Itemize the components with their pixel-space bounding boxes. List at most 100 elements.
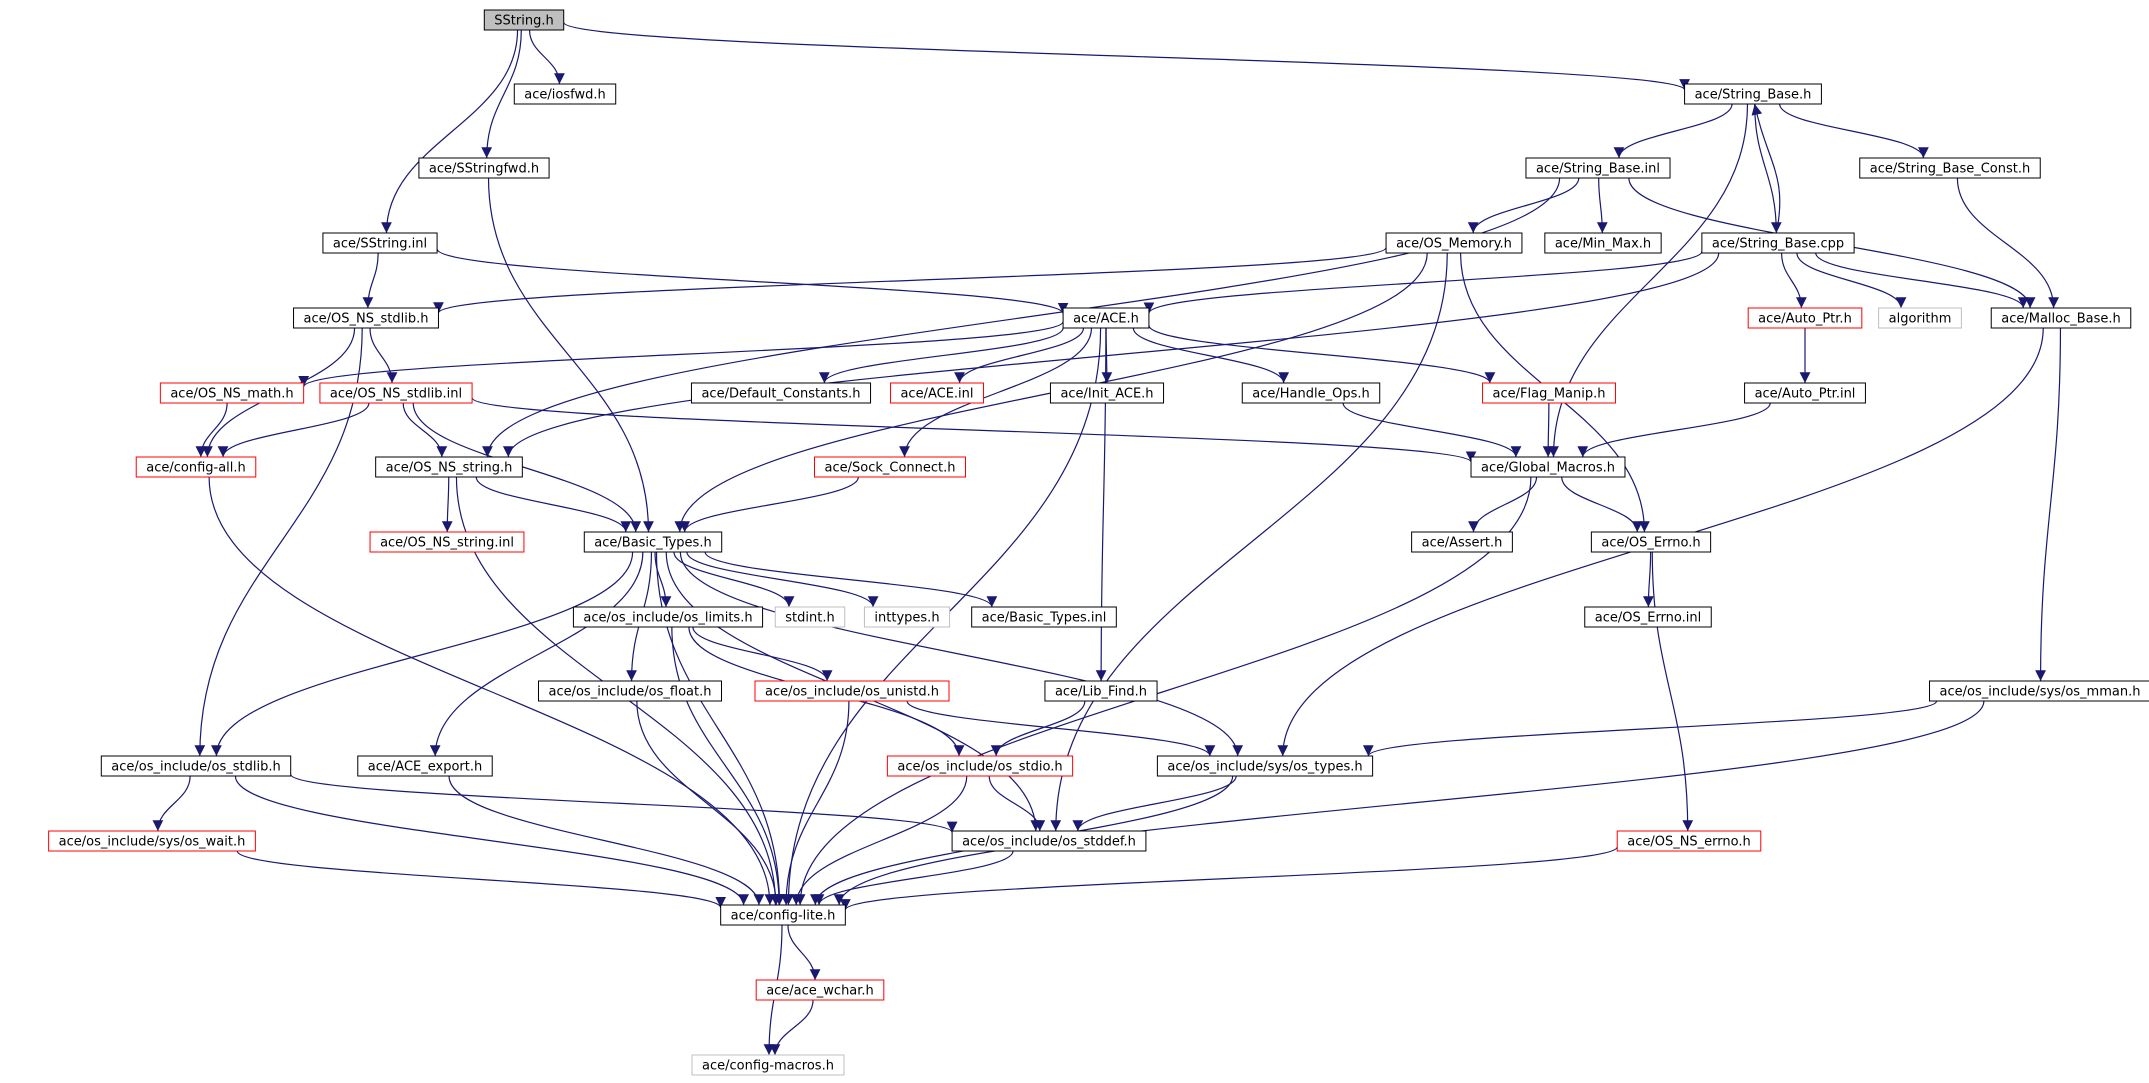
node-label: ace/Init_ACE.h (1060, 387, 1153, 402)
node-ace-os-include-sys-os-types-h[interactable]: ace/os_include/sys/os_types.h (1156, 755, 1374, 777)
edge-os-stdio-to-os-stddef (988, 775, 1046, 832)
node-box (418, 157, 550, 179)
node-ace-config-all-h[interactable]: ace/config-all.h (135, 456, 257, 478)
node-ace-string-base-h[interactable]: ace/String_Base.h (1684, 83, 1822, 105)
node-box (774, 606, 846, 628)
node-ace-auto-ptr-inl[interactable]: ace/Auto_Ptr.inl (1744, 382, 1866, 404)
node-ace-os-errno-h[interactable]: ace/OS_Errno.h (1590, 531, 1712, 553)
node-ace-os-ns-string-h[interactable]: ace/OS_NS_string.h (375, 456, 523, 478)
node-label: ace/os_include/os_limits.h (583, 611, 752, 626)
node-ace-os-include-sys-os-mman-h[interactable]: ace/os_include/sys/os_mman.h (1929, 680, 2149, 702)
node-box (357, 755, 493, 777)
node-ace-string-base-const-h[interactable]: ace/String_Base_Const.h (1859, 157, 2041, 179)
edge-sstring-inl-to-os-ns-stdlib-h (362, 252, 379, 309)
node-label: ace/String_Base_Const.h (1870, 162, 2030, 177)
edge-string-base-inl-to-os-ns-string-h (482, 177, 1561, 458)
node-ace-os-include-os-limits-h[interactable]: ace/os_include/os_limits.h (572, 606, 764, 628)
node-ace-basic-types-inl[interactable]: ace/Basic_Types.inl (971, 606, 1117, 628)
node-box (1385, 232, 1523, 254)
edge-string-base-cpp-to-malloc-base (1815, 252, 2029, 309)
node-label: ace/String_Base.h (1695, 88, 1812, 103)
node-label: ace/Handle_Ops.h (1252, 387, 1369, 402)
node-label: ace/Malloc_Base.h (2001, 312, 2121, 327)
node-ace-min-max-h[interactable]: ace/Min_Max.h (1544, 232, 1662, 254)
node-ace-os-include-sys-os-wait-h[interactable]: ace/os_include/sys/os_wait.h (48, 830, 256, 852)
node-ace-os-ns-math-h[interactable]: ace/OS_NS_math.h (159, 382, 305, 404)
node-stdint-h[interactable]: stdint.h (774, 606, 846, 628)
edge-string-base-h-to-string-base-inl (1613, 103, 1733, 159)
node-ace-string-base-inl[interactable]: ace/String_Base.inl (1525, 157, 1671, 179)
edge-os-memory-to-os-ns-stdlib-h (433, 247, 1387, 314)
node-ace-ace-wchar-h[interactable]: ace/ace_wchar.h (755, 979, 885, 1001)
node-ace-sock-connect-h[interactable]: ace/Sock_Connect.h (814, 456, 966, 478)
node-box (1744, 382, 1866, 404)
node-ace-os-ns-string-inl[interactable]: ace/OS_NS_string.inl (369, 531, 525, 553)
node-ace-os-errno-inl[interactable]: ace/OS_Errno.inl (1584, 606, 1712, 628)
node-ace-os-include-os-unistd-h[interactable]: ace/os_include/os_unistd.h (754, 680, 950, 702)
edge-os-unistd-to-config-lite (780, 700, 850, 906)
edge-os-limits-to-config-lite (671, 626, 785, 906)
node-box (1616, 830, 1762, 852)
node-ace-os-ns-stdlib-h[interactable]: ace/OS_NS_stdlib.h (293, 307, 439, 329)
edge-os-ns-errno-to-config-lite (840, 846, 1618, 911)
node-label: ace/OS_Errno.inl (1595, 611, 1701, 626)
node-ace-iosfwd-h[interactable]: ace/iosfwd.h (513, 83, 617, 105)
node-ace-init-ace-h[interactable]: ace/Init_ACE.h (1049, 382, 1165, 404)
node-ace-basic-types-h[interactable]: ace/Basic_Types.h (583, 531, 723, 553)
node-box (1044, 680, 1158, 702)
edge-global-macros-to-os-errno-h (1561, 476, 1643, 533)
node-ace-flag-manip-h[interactable]: ace/Flag_Manip.h (1482, 382, 1616, 404)
node-label: ace/OS_Errno.h (1601, 536, 1700, 551)
node-label: ace/ace_wchar.h (766, 984, 874, 999)
edge-basic-types-h-to-stdint (673, 551, 795, 608)
node-box (48, 830, 256, 852)
node-algorithm[interactable]: algorithm (1878, 307, 1962, 329)
node-ace-config-macros-h[interactable]: ace/config-macros.h (691, 1054, 845, 1076)
node-ace-lib-find-h[interactable]: ace/Lib_Find.h (1044, 680, 1158, 702)
node-ace-os-ns-stdlib-inl[interactable]: ace/OS_NS_stdlib.inl (319, 382, 473, 404)
node-ace-assert-h[interactable]: ace/Assert.h (1411, 531, 1513, 553)
node-box (483, 9, 565, 31)
node-label: ace/os_include/os_stddef.h (962, 835, 1136, 850)
node-ace-malloc-base-h[interactable]: ace/Malloc_Base.h (1990, 307, 2132, 329)
edge-basic-types-h-to-inttypes (686, 551, 879, 608)
node-ace-auto-ptr-h[interactable]: ace/Auto_Ptr.h (1747, 307, 1863, 329)
node-label: ace/os_include/os_float.h (548, 685, 711, 700)
node-label: inttypes.h (874, 611, 939, 626)
node-box (691, 1054, 845, 1076)
node-label: ace/OS_NS_errno.h (1627, 835, 1751, 850)
node-ace-os-include-os-float-h[interactable]: ace/os_include/os_float.h (537, 680, 723, 702)
node-sstring-h[interactable]: SString.h (483, 9, 565, 31)
edge-os-mman-to-os-types (1363, 700, 1938, 757)
node-ace-ace-h[interactable]: ace/ACE.h (1062, 307, 1150, 329)
node-ace-sstringfwd-h[interactable]: ace/SStringfwd.h (418, 157, 550, 179)
node-label: ace/String_Base.inl (1536, 162, 1660, 177)
node-ace-config-lite-h[interactable]: ace/config-lite.h (720, 904, 846, 926)
node-ace-sstring-inl[interactable]: ace/SString.inl (322, 232, 438, 254)
node-ace-ace-inl[interactable]: ace/ACE.inl (889, 382, 985, 404)
node-ace-ace-export-h[interactable]: ace/ACE_export.h (357, 755, 493, 777)
edge-os-float-to-config-lite (636, 700, 782, 906)
edge-string-base-cpp-to-string-base-h (1751, 103, 1781, 234)
node-box (1544, 232, 1662, 254)
node-ace-os-include-os-stdlib-h[interactable]: ace/os_include/os_stdlib.h (100, 755, 292, 777)
node-ace-os-include-os-stddef-h[interactable]: ace/os_include/os_stddef.h (951, 830, 1147, 852)
node-ace-default-constants-h[interactable]: ace/Default_Constants.h (690, 382, 872, 404)
node-ace-os-ns-errno-h[interactable]: ace/OS_NS_errno.h (1616, 830, 1762, 852)
node-box (1684, 83, 1822, 105)
node-ace-os-include-os-stdio-h[interactable]: ace/os_include/os_stdio.h (886, 755, 1074, 777)
node-box (720, 904, 846, 926)
node-ace-handle-ops-h[interactable]: ace/Handle_Ops.h (1241, 382, 1381, 404)
node-ace-global-macros-h[interactable]: ace/Global_Macros.h (1470, 456, 1626, 478)
nodes-layer: SString.h ace/iosfwd.h ace/String_Base.hac… (48, 9, 2149, 1076)
node-box (1525, 157, 1671, 179)
node-inttypes-h[interactable]: inttypes.h (863, 606, 951, 628)
node-box (1411, 531, 1513, 553)
edge-sstring-inl-to-ace-h (436, 248, 1069, 315)
edge-os-errno-h-to-os-errno-inl (1643, 551, 1654, 608)
edge-os-ns-string-h-to-os-ns-string-inl (441, 476, 453, 533)
node-box (293, 307, 439, 329)
node-label: algorithm (1889, 312, 1952, 327)
node-ace-string-base-cpp[interactable]: ace/String_Base.cpp (1701, 232, 1855, 254)
node-ace-os-memory-h[interactable]: ace/OS_Memory.h (1385, 232, 1523, 254)
